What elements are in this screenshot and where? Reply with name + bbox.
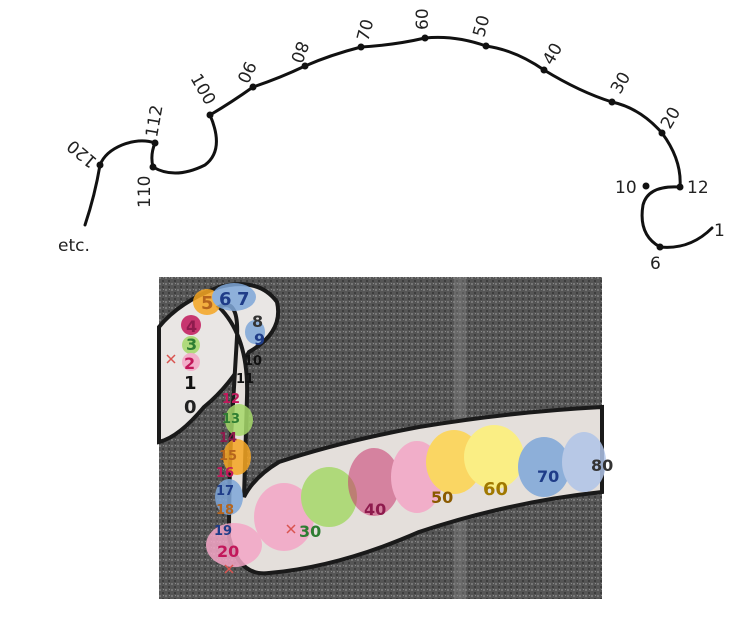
red-x-marks bbox=[166, 354, 296, 574]
label-70: 70 bbox=[354, 17, 379, 43]
num-15: 15 bbox=[219, 449, 237, 464]
label-etc: etc. bbox=[58, 236, 90, 256]
num-40: 40 bbox=[364, 500, 386, 519]
num-5: 5 bbox=[201, 293, 214, 314]
num-30: 30 bbox=[299, 522, 321, 541]
number-spiral-diagram: 1 6 10 12 20 30 40 50 60 70 80 90 100 11… bbox=[58, 8, 725, 274]
hand-drawn-number-line-photo: 0 1 2 3 4 5 6 7 8 9 10 11 12 13 14 15 16… bbox=[157, 277, 613, 599]
label-12: 12 bbox=[687, 178, 709, 198]
num-16: 16 bbox=[216, 466, 234, 481]
num-6: 6 bbox=[219, 289, 232, 310]
num-2: 2 bbox=[184, 354, 195, 373]
num-3: 3 bbox=[186, 335, 197, 354]
label-40: 40 bbox=[539, 40, 567, 69]
num-17: 17 bbox=[216, 484, 234, 499]
worm-numbers: 0 1 2 3 4 5 6 7 8 9 10 11 12 13 14 15 16… bbox=[184, 289, 613, 561]
num-19: 19 bbox=[214, 524, 232, 539]
num-11: 11 bbox=[236, 372, 254, 387]
label-100: 100 bbox=[186, 71, 220, 109]
label-30: 30 bbox=[607, 69, 635, 98]
label-60: 60 bbox=[413, 8, 433, 30]
num-9: 9 bbox=[254, 330, 265, 349]
num-70: 70 bbox=[537, 467, 559, 486]
label-50: 50 bbox=[470, 13, 495, 39]
label-6: 6 bbox=[650, 254, 661, 274]
label-1: 1 bbox=[714, 221, 725, 241]
label-112: 112 bbox=[142, 103, 167, 138]
num-1: 1 bbox=[184, 373, 197, 394]
label-80: 80 bbox=[286, 38, 312, 65]
num-12: 12 bbox=[222, 392, 240, 407]
label-90: 90 bbox=[232, 58, 259, 86]
num-80: 80 bbox=[591, 456, 613, 475]
num-18: 18 bbox=[216, 503, 234, 518]
num-0: 0 bbox=[184, 397, 197, 418]
num-60: 60 bbox=[483, 479, 508, 500]
label-10: 10 bbox=[615, 178, 637, 198]
num-10: 10 bbox=[244, 354, 262, 369]
num-4: 4 bbox=[186, 317, 197, 336]
label-110: 110 bbox=[135, 176, 155, 208]
num-13: 13 bbox=[222, 412, 240, 427]
num-50: 50 bbox=[431, 488, 453, 507]
label-20: 20 bbox=[657, 104, 685, 133]
curve-dots bbox=[96, 34, 684, 251]
num-20: 20 bbox=[217, 542, 239, 561]
label-120: 120 bbox=[63, 135, 101, 171]
num-7: 7 bbox=[237, 289, 250, 310]
num-14: 14 bbox=[219, 431, 237, 446]
num-8: 8 bbox=[252, 312, 263, 331]
color-blobs bbox=[181, 283, 606, 567]
